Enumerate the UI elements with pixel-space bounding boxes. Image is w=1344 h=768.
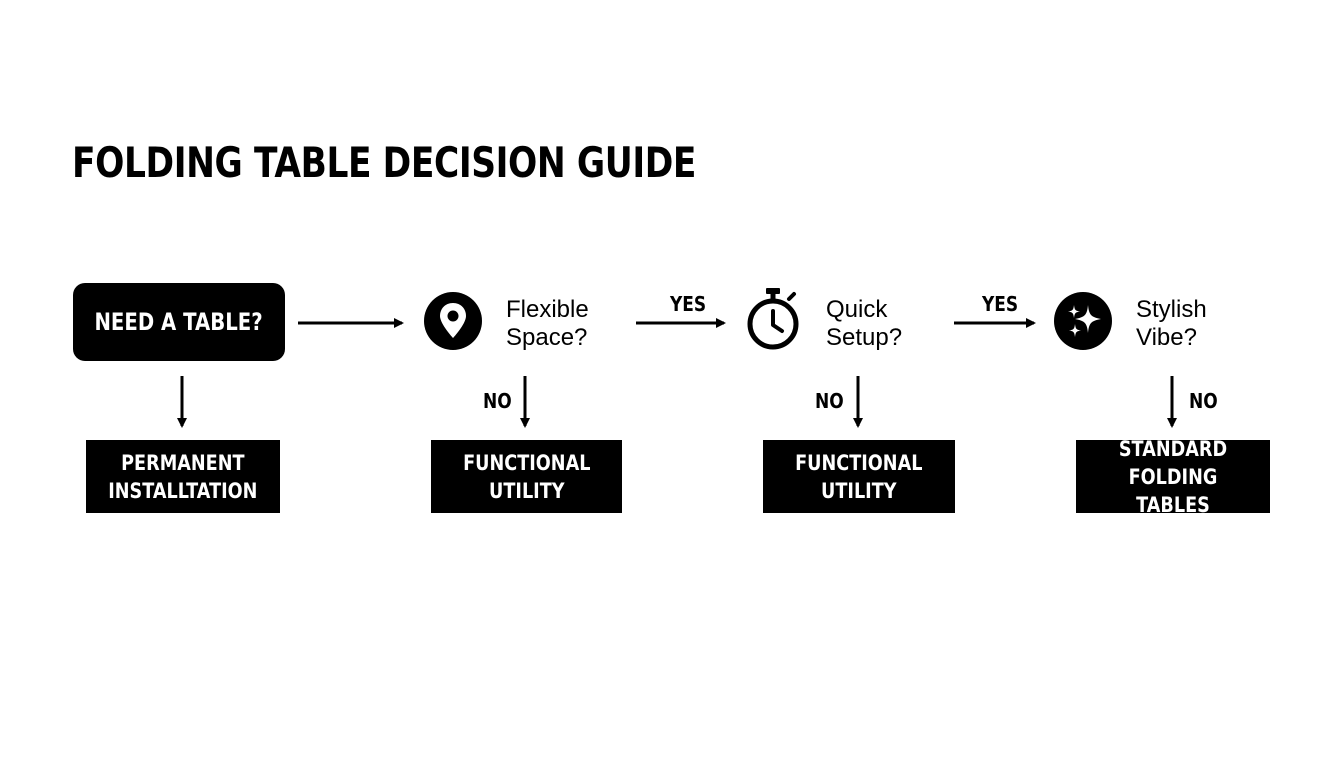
outcome-permanent-installation: PERMANENT INSTALLTATION: [86, 440, 280, 513]
outcome-label: STANDARD FOLDING TABLES: [1118, 436, 1228, 517]
question-stylish-vibe: Stylish Vibe?: [1136, 296, 1207, 351]
edge-label-no-1: NO: [483, 389, 512, 413]
outcome-standard-folding-tables: STANDARD FOLDING TABLES: [1076, 437, 1270, 517]
outcome-label: FUNCTIONAL UTILITY: [795, 450, 923, 503]
page-title: FOLDING TABLE DECISION GUIDE: [72, 138, 697, 187]
question-quick-setup: Quick Setup?: [826, 296, 903, 351]
stopwatch-icon: [747, 288, 799, 350]
edge-label-no-3: NO: [1189, 389, 1218, 413]
start-node: NEED A TABLE?: [73, 283, 285, 361]
outcome-label: FUNCTIONAL UTILITY: [462, 450, 591, 503]
question-flexible-space: Flexible Space?: [506, 296, 589, 351]
sparkles-icon: [1054, 292, 1112, 350]
edge-label-yes-2: YES: [982, 292, 1019, 316]
outcome-functional-utility-1: FUNCTIONAL UTILITY: [431, 440, 622, 513]
outcome-label: PERMANENT INSTALLTATION: [108, 450, 258, 503]
outcome-functional-utility-2: FUNCTIONAL UTILITY: [763, 440, 955, 513]
edge-label-yes-1: YES: [670, 292, 707, 316]
location-pin-icon: [424, 292, 482, 350]
edge-label-no-2: NO: [815, 389, 844, 413]
start-node-label: NEED A TABLE?: [94, 308, 264, 336]
